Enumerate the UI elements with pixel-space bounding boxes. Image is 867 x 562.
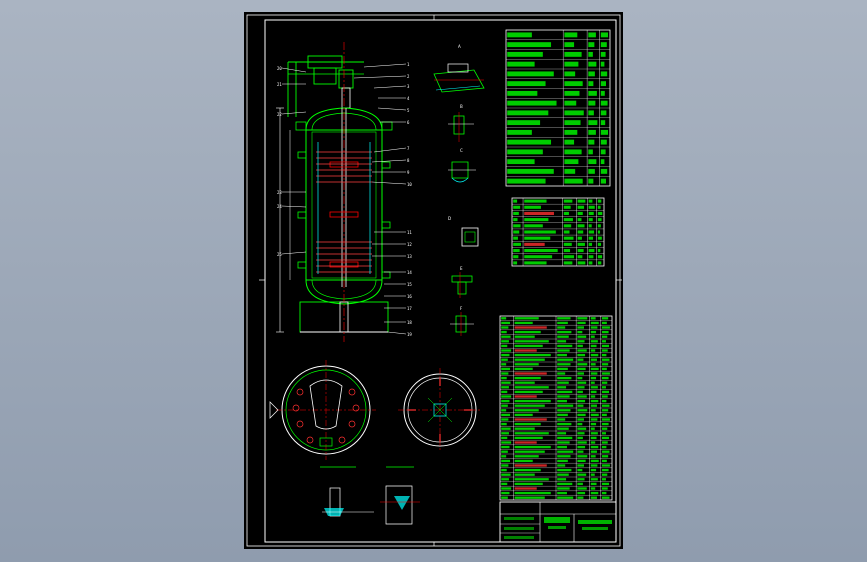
drawing-sheet: 1 2 3 4 5 6 7 8 9 10 11 12 13 14 15 16 1… <box>244 12 623 549</box>
callout-17: 17 <box>407 306 412 311</box>
title-block <box>499 501 617 543</box>
callout-8: 8 <box>407 158 410 163</box>
plan-view-section-icon <box>398 368 482 452</box>
section-mark-e: E <box>460 266 463 271</box>
section-mark-b: B <box>460 104 463 109</box>
callout-18: 18 <box>407 320 412 325</box>
callout-11: 11 <box>407 230 412 235</box>
callout-1: 1 <box>407 62 410 67</box>
callout-22: 22 <box>277 112 282 117</box>
detail-e-icon: E <box>451 266 473 298</box>
section-mark-f: F <box>460 306 463 311</box>
tech-spec-table <box>505 29 611 187</box>
callout-2: 2 <box>407 74 410 79</box>
plan-view-top-icon <box>269 360 376 460</box>
parts-list-table <box>499 315 613 501</box>
callout-15: 15 <box>407 282 412 287</box>
detail-weld-2-icon <box>380 466 420 525</box>
callout-4: 4 <box>407 96 410 101</box>
callout-13: 13 <box>407 254 412 259</box>
section-mark-a: A <box>458 44 461 49</box>
callout-21: 21 <box>277 82 282 87</box>
detail-f-icon: F <box>450 306 474 336</box>
vessel-elevation-view-icon <box>276 42 393 342</box>
callout-5: 5 <box>407 108 410 113</box>
detail-weld-icon <box>320 466 374 517</box>
callout-25: 25 <box>277 252 282 257</box>
callout-23: 23 <box>277 190 282 195</box>
cad-drawing-svg: 1 2 3 4 5 6 7 8 9 10 11 12 13 14 15 16 1… <box>246 14 622 547</box>
callout-6: 6 <box>407 120 410 125</box>
callout-20: 20 <box>277 66 282 71</box>
callout-24: 24 <box>277 204 282 209</box>
callout-19: 19 <box>407 332 412 337</box>
sheet-inner-border <box>264 19 617 543</box>
callout-leaders <box>281 63 407 335</box>
callout-12: 12 <box>407 242 412 247</box>
callout-14: 14 <box>407 270 412 275</box>
section-mark-c: C <box>460 148 463 153</box>
callout-7: 7 <box>407 146 410 151</box>
callout-16: 16 <box>407 294 412 299</box>
nozzle-table <box>511 197 605 267</box>
detail-d-icon: D <box>448 216 479 247</box>
callout-labels-left: 20 21 22 23 24 25 <box>277 66 282 257</box>
callout-3: 3 <box>407 84 410 89</box>
callout-9: 9 <box>407 170 410 175</box>
detail-flange-icon: A <box>433 44 485 93</box>
detail-c-icon: C <box>448 148 476 183</box>
callout-labels-right: 1 2 3 4 5 6 7 8 9 10 11 12 13 14 15 16 1… <box>407 62 412 337</box>
detail-b-icon: B <box>448 104 474 142</box>
section-mark-d: D <box>448 216 451 221</box>
callout-10: 10 <box>407 182 412 187</box>
sheet-outer-frame <box>246 14 621 547</box>
